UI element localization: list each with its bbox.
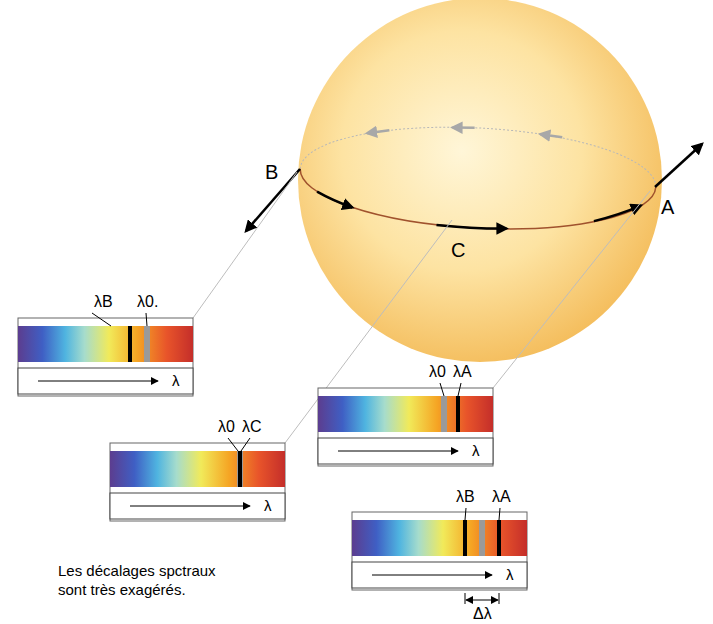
sun-sphere [298, 0, 662, 362]
wavelength-label: λC [242, 418, 262, 436]
wavelength-label: λA [492, 488, 511, 506]
rotation-arrow [453, 127, 475, 129]
equator-front [298, 169, 656, 238]
tick-line [465, 508, 466, 520]
spectrum [352, 512, 527, 590]
tick-line [228, 438, 238, 451]
tick-line [465, 593, 466, 604]
tick-line [458, 383, 461, 396]
spectrum [110, 443, 285, 521]
rotation-arrow [594, 203, 641, 223]
axis-label: λ [472, 443, 480, 460]
wavelength-label: λ0 [218, 418, 235, 436]
rotation-arrow [367, 129, 389, 134]
velocity-arrow [655, 144, 702, 187]
tick-line [92, 313, 111, 326]
point-label: A [661, 196, 674, 218]
delta-label: Δλ [473, 605, 492, 623]
wavelength-label: λB [456, 488, 475, 506]
leader-line [493, 191, 650, 388]
point-label: B [265, 161, 278, 183]
spectrum [318, 388, 493, 466]
wavelength-label: λ0. [137, 293, 158, 311]
axis-label: λ [172, 373, 180, 390]
equator [298, 119, 659, 237]
note-text: Les décalages spctraux sont très exagéré… [58, 562, 243, 600]
equator-back [300, 119, 658, 188]
axis-label: λ [506, 567, 514, 584]
point-label: C [451, 239, 465, 261]
rotation-arrow [540, 134, 562, 137]
axis-label: λ [264, 498, 272, 515]
tick-line [241, 438, 250, 451]
spectrum [18, 318, 193, 396]
tick-line [499, 508, 500, 520]
wavelength-label: λ0 [429, 363, 446, 381]
rotation-arrow [316, 192, 353, 208]
tick-line [499, 593, 500, 604]
tick-line [440, 383, 444, 396]
wavelength-label: λB [94, 293, 113, 311]
tick-line [146, 313, 147, 326]
delta-arrow [466, 600, 498, 601]
wavelength-label: λA [453, 363, 472, 381]
leader-line [193, 172, 297, 318]
